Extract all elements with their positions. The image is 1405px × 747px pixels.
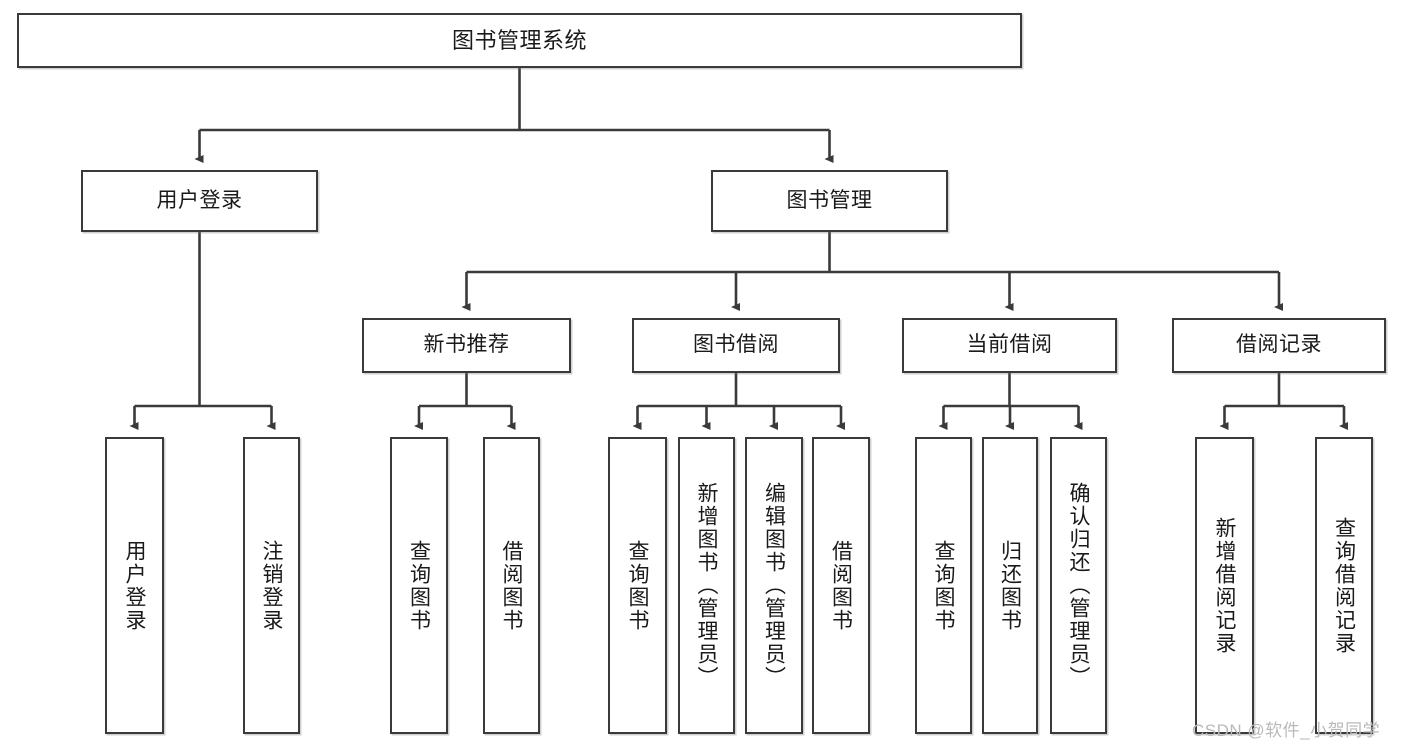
node-leaf-edit-book-label: 编辑图书（管理员） <box>762 482 786 689</box>
node-leaf-query-book-2: 查询图书 <box>608 437 667 734</box>
node-leaf-return-book: 归还图书 <box>982 437 1038 734</box>
node-root: 图书管理系统 <box>17 13 1022 68</box>
node-user-login: 用户登录 <box>81 170 318 232</box>
node-leaf-user-logout-label: 注销登录 <box>260 539 283 632</box>
node-new-book-rec: 新书推荐 <box>362 318 571 373</box>
node-root-label: 图书管理系统 <box>451 27 587 53</box>
node-leaf-user-login-label: 用户登录 <box>123 539 146 632</box>
watermark-text: CSDN @软件_小贺同学 <box>1192 721 1381 740</box>
node-book-borrow-label: 图书借阅 <box>693 333 779 357</box>
node-leaf-add-book-label: 新增图书（管理员） <box>695 482 718 689</box>
node-leaf-user-logout: 注销登录 <box>243 437 300 734</box>
node-leaf-confirm-return: 确认归还（管理员） <box>1050 437 1107 734</box>
node-leaf-query-record-label: 查询借阅记录 <box>1332 516 1356 655</box>
node-book-manage-label: 图书管理 <box>786 188 873 212</box>
node-book-borrow: 图书借阅 <box>632 318 840 373</box>
node-leaf-user-login: 用户登录 <box>105 437 164 734</box>
node-leaf-borrow-book-1: 借阅图书 <box>483 437 540 734</box>
node-leaf-return-book-label: 归还图书 <box>998 539 1022 632</box>
node-leaf-query-book-3: 查询图书 <box>915 437 972 734</box>
node-leaf-query-record: 查询借阅记录 <box>1315 437 1373 734</box>
node-user-login-label: 用户登录 <box>156 188 243 212</box>
node-leaf-query-book-1-label: 查询图书 <box>407 539 431 632</box>
node-leaf-edit-book: 编辑图书（管理员） <box>745 437 803 734</box>
node-leaf-add-record-label: 新增借阅记录 <box>1213 516 1236 655</box>
node-new-book-rec-label: 新书推荐 <box>423 333 510 357</box>
node-leaf-add-record: 新增借阅记录 <box>1195 437 1254 734</box>
node-book-manage: 图书管理 <box>711 170 948 232</box>
node-leaf-borrow-book-1-label: 借阅图书 <box>500 539 523 632</box>
node-leaf-borrow-book-2: 借阅图书 <box>812 437 870 734</box>
node-leaf-confirm-return-label: 确认归还（管理员） <box>1067 482 1090 689</box>
node-borrow-record: 借阅记录 <box>1172 318 1386 373</box>
node-leaf-borrow-book-2-label: 借阅图书 <box>829 539 853 632</box>
node-current-borrow-label: 当前借阅 <box>966 333 1053 357</box>
node-leaf-add-book: 新增图书（管理员） <box>678 437 735 734</box>
node-leaf-query-book-3-label: 查询图书 <box>932 539 955 632</box>
node-current-borrow: 当前借阅 <box>902 318 1117 373</box>
node-leaf-query-book-1: 查询图书 <box>390 437 448 734</box>
node-leaf-query-book-2-label: 查询图书 <box>626 539 649 632</box>
node-borrow-record-label: 借阅记录 <box>1236 333 1322 357</box>
